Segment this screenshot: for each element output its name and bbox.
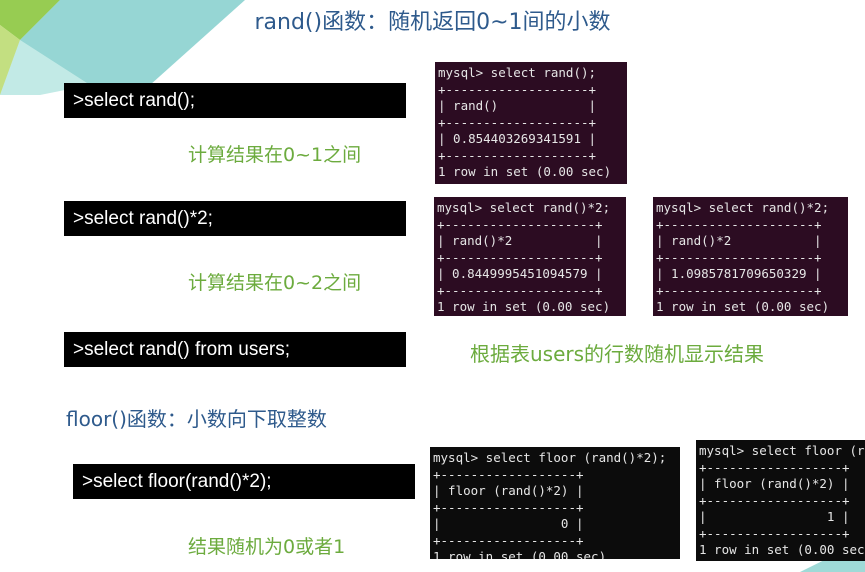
terminal-line: mysql> select floor (ra xyxy=(699,443,865,458)
terminal-line: 1 row in set (0.00 sec) xyxy=(438,164,612,179)
terminal-line: +--------------------+ xyxy=(656,282,822,298)
page-title: rand()函数：随机返回0~1间的小数 xyxy=(254,10,611,35)
terminal-line: +--------------------+ xyxy=(437,249,603,265)
terminal-line: +------------------+ xyxy=(699,459,850,475)
terminal-rand-times-two-a: mysql> select rand()*2;+----------------… xyxy=(434,197,626,316)
terminal-line: +-------------------+ xyxy=(438,114,597,130)
terminal-line: +------------------+ xyxy=(699,525,850,541)
terminal-line: 1 row in set (0.00 sec) xyxy=(699,542,865,557)
terminal-line: +--------------------+ xyxy=(437,216,603,232)
terminal-line: 1 row in set (0.00 sec) xyxy=(656,299,830,314)
terminal-line: 1 row in set (0.00 sec) xyxy=(437,299,611,314)
terminal-line: +--------------------+ xyxy=(437,282,603,298)
terminal-line: +--------------------+ xyxy=(656,216,822,232)
terminal-line: | 1 | xyxy=(699,509,850,524)
command-rand-from-users: >select rand() from users; xyxy=(64,332,406,367)
note-rand-times-two-range: 计算结果在0~2之间 xyxy=(188,272,362,294)
command-rand-times-two: >select rand()*2; xyxy=(64,201,406,236)
terminal-line: | rand()*2 | xyxy=(437,233,603,248)
command-rand: >select rand(); xyxy=(64,83,406,118)
terminal-floor-b: mysql> select floor (ra+----------------… xyxy=(696,440,865,561)
corner-decoration xyxy=(0,0,245,95)
note-floor-result: 结果随机为0或者1 xyxy=(188,536,346,558)
terminal-line: mysql> select rand()*2; xyxy=(656,200,830,215)
terminal-line: +------------------+ xyxy=(433,532,584,548)
terminal-line: +--------------------+ xyxy=(656,249,822,265)
terminal-line: | 1.0985781709650329 | xyxy=(656,266,822,281)
terminal-line: | rand()*2 | xyxy=(656,233,822,248)
note-rand-range: 计算结果在0~1之间 xyxy=(188,144,362,166)
terminal-rand-times-two-b: mysql> select rand()*2;+----------------… xyxy=(653,197,848,316)
terminal-line: mysql> select rand()*2; xyxy=(437,200,611,215)
terminal-line: +-------------------+ xyxy=(438,147,597,163)
terminal-line: +------------------+ xyxy=(699,492,850,508)
terminal-line: 1 row in set (0.00 sec) xyxy=(433,549,607,559)
terminal-line: | 0.854403269341591 | xyxy=(438,131,597,146)
terminal-line: +-------------------+ xyxy=(438,81,597,97)
terminal-line: mysql> select rand(); xyxy=(438,65,597,80)
terminal-line: | 0.8449995451094579 | xyxy=(437,266,603,281)
terminal-floor-a: mysql> select floor (rand()*2);+--------… xyxy=(430,447,680,559)
terminal-rand: mysql> select rand();+------------------… xyxy=(435,62,627,184)
section-floor-title: floor()函数：小数向下取整数 xyxy=(66,407,327,431)
terminal-line: | rand() | xyxy=(438,98,597,113)
terminal-line: | 0 | xyxy=(433,516,584,531)
terminal-line: | floor (rand()*2) | xyxy=(699,476,850,491)
command-floor-rand: >select floor(rand()*2); xyxy=(73,464,415,499)
terminal-line: +------------------+ xyxy=(433,499,584,515)
terminal-line: | floor (rand()*2) | xyxy=(433,483,584,498)
terminal-line: +------------------+ xyxy=(433,466,584,482)
terminal-line: mysql> select floor (rand()*2); xyxy=(433,450,667,465)
note-users-rows: 根据表users的行数随机显示结果 xyxy=(470,342,765,366)
